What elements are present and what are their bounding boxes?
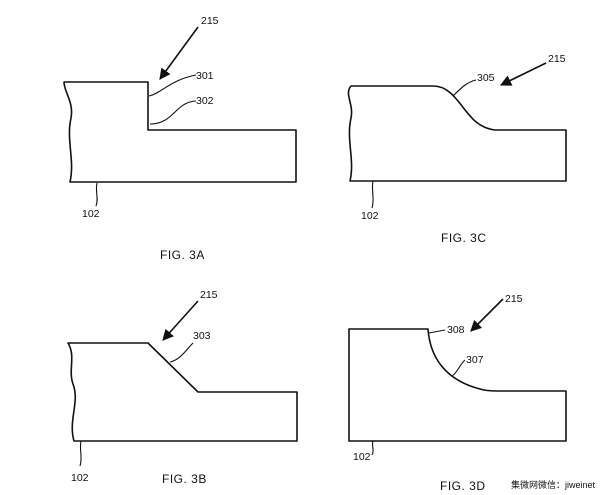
fig3a-leader-302	[149, 100, 197, 125]
fig3b-arrow	[162, 300, 199, 341]
fig3d-leader-308	[428, 329, 446, 334]
fig3c-leader-305	[452, 79, 477, 97]
fig3b-substrate-outline	[67, 342, 298, 442]
watermark-text: 集微网微信：jiweinet	[511, 479, 596, 490]
fig3b-leader-102	[79, 440, 82, 467]
fig3a-substrate-outline	[63, 81, 297, 183]
fig3c-leader-102	[371, 180, 374, 209]
fig3a-arrow-ref: 215	[201, 15, 219, 27]
fig3d-caption: FIG. 3D	[440, 479, 486, 493]
fig3d-ref-308: 308	[447, 324, 465, 336]
fig3a-arrow	[159, 26, 199, 80]
figure-3b: 215 303 102 FIG. 3B	[67, 289, 298, 486]
fig3c-ref-305: 305	[477, 72, 495, 84]
figure-3a: 215 301 302 102 FIG. 3A	[63, 15, 297, 262]
fig3b-base-ref: 102	[71, 472, 89, 484]
fig3a-ref-301: 301	[196, 70, 214, 82]
fig3b-leader-303	[169, 342, 194, 363]
fig3d-arrow	[470, 298, 504, 332]
fig3a-caption: FIG. 3A	[160, 248, 205, 262]
fig3d-ref-307: 307	[466, 354, 484, 366]
fig3d-base-ref: 102	[353, 451, 371, 463]
fig3d-substrate-outline	[348, 328, 567, 442]
fig3d-leader-102	[371, 440, 374, 456]
fig3c-arrow	[499, 62, 547, 86]
fig3c-caption: FIG. 3C	[441, 231, 487, 245]
fig3b-caption: FIG. 3B	[162, 472, 207, 486]
fig3a-leader-102	[95, 182, 98, 207]
fig3c-arrow-ref: 215	[548, 53, 566, 65]
fig3d-arrow-ref: 215	[505, 293, 523, 305]
figure-3d: 215 308 307 102 FIG. 3D	[348, 293, 567, 493]
fig3a-leader-301	[148, 74, 197, 97]
fig3c-base-ref: 102	[361, 210, 379, 222]
fig3a-ref-302: 302	[196, 95, 214, 107]
fig3a-base-ref: 102	[82, 208, 100, 220]
fig3d-leader-307	[451, 359, 466, 377]
figure-3c: 215 305 102 FIG. 3C	[347, 53, 567, 245]
fig3b-arrow-ref: 215	[200, 289, 218, 301]
fig3c-substrate-outline	[347, 85, 567, 182]
fig3b-ref-303: 303	[193, 330, 211, 342]
